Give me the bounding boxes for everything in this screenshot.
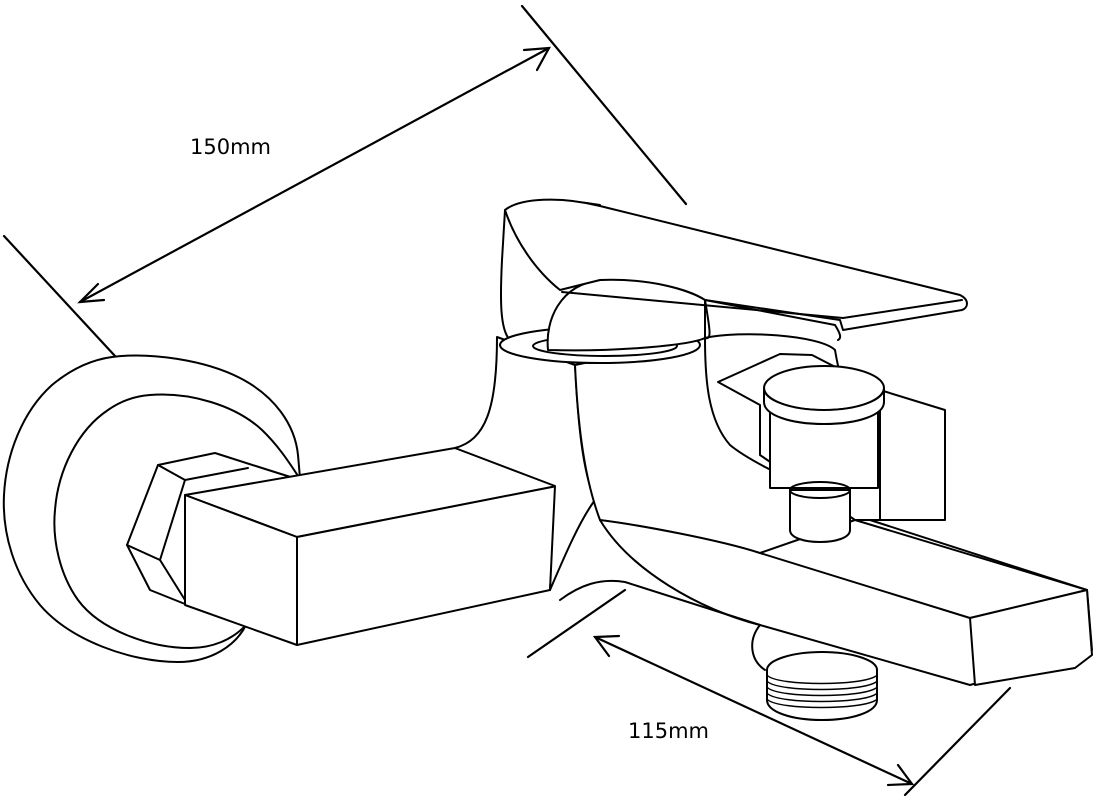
outlet-thread-3 (767, 687, 877, 697)
extension-line-left (2, 234, 117, 358)
outlet-thread-body (766, 651, 878, 721)
lever-arm-edge (561, 291, 963, 319)
dimension-line-150 (78, 46, 551, 304)
outlet-thread-1 (767, 675, 877, 685)
outlet-thread-5 (767, 699, 877, 709)
dimension-115mm: 115mm (526, 588, 1012, 797)
arrowhead-spout-right-icon (886, 763, 915, 787)
hex-nut-edge-mid (159, 479, 186, 561)
diverter-cap-side (763, 387, 885, 425)
lever-underside-curve (704, 299, 711, 340)
flange-front-face (53, 393, 301, 649)
extension-line-right (520, 4, 688, 206)
threaded-outlet (766, 651, 878, 721)
extension-line-spout-left (526, 588, 627, 659)
spout-bottom-edge (599, 519, 761, 554)
connecting-arm (184, 447, 558, 646)
diverter-knob (789, 489, 851, 543)
spout (599, 519, 1093, 686)
label-115mm: 115mm (628, 719, 709, 743)
diverter-knob-end (789, 481, 851, 499)
lever-arm-underside (704, 299, 842, 341)
outlet-thread-4 (767, 693, 877, 703)
lever-arm-top (504, 198, 968, 331)
arrowhead-left-icon (77, 282, 106, 304)
label-150mm: 150mm (190, 135, 271, 159)
outlet-thread-2 (767, 681, 877, 691)
diverter (717, 353, 946, 543)
body-underside (559, 579, 766, 671)
arrowhead-right-icon (522, 46, 551, 72)
dimension-150mm: 150mm (2, 4, 688, 358)
extension-line-spout-right (903, 686, 1012, 797)
arrowhead-spout-left-icon (592, 634, 621, 658)
spout-end-face (969, 589, 1093, 686)
dimension-line-115 (593, 635, 914, 786)
lever-handle (499, 198, 968, 364)
